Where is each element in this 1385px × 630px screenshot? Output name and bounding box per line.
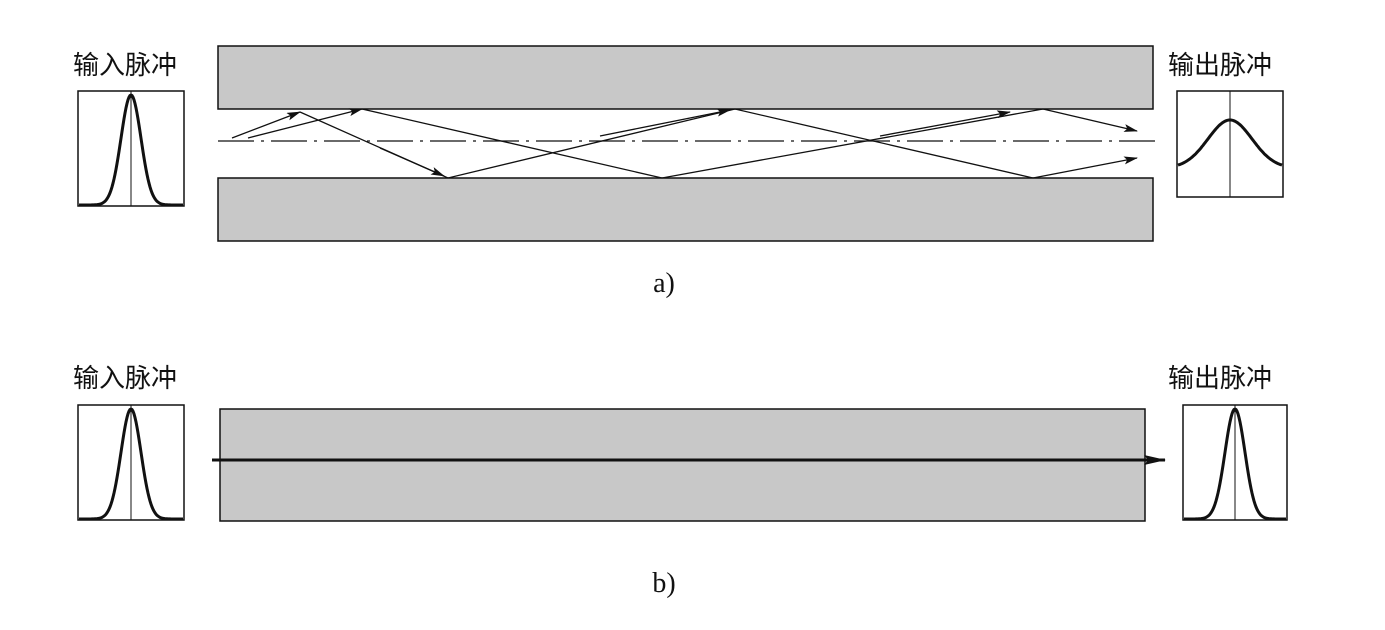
output-pulse-curve-b (1184, 407, 1286, 521)
input-pulse-label-b: 输入脉冲 (73, 364, 177, 394)
output-pulse-graph (1176, 90, 1284, 198)
input-pulse-graph-b (77, 404, 185, 521)
output-pulse-graph-b (1182, 404, 1288, 521)
panel-b: 输入脉冲 输出脉冲 b) (73, 364, 1288, 599)
ray-2-path (361, 108, 1044, 179)
panel-a: 输入脉冲 输出脉冲 (73, 45, 1284, 299)
ray-2-exit (1042, 108, 1138, 132)
caption-b: b) (652, 568, 675, 599)
output-pulse-label-b: 输出脉冲 (1168, 364, 1272, 394)
ray-1-path (299, 108, 1034, 179)
ray-2-entry (247, 108, 363, 139)
output-pulse-label: 输出脉冲 (1168, 51, 1272, 81)
single-mode-fiber (219, 408, 1146, 522)
input-pulse-graph (77, 90, 185, 207)
ray-1-arrow-up (599, 108, 731, 137)
caption-a: a) (653, 268, 675, 299)
ray-2-arrow-up (879, 110, 1011, 137)
ray-1-arrow-down (379, 147, 445, 177)
input-pulse-label: 输入脉冲 (73, 51, 177, 81)
upper-cladding (217, 45, 1154, 110)
input-pulse-curve (79, 93, 183, 207)
ray-1-entry (231, 111, 301, 139)
lower-cladding (217, 177, 1154, 242)
output-pulse-curve (1177, 118, 1283, 167)
ray-paths (231, 108, 1138, 179)
input-pulse-curve-b (79, 407, 183, 521)
ray-1-exit (1032, 156, 1138, 179)
